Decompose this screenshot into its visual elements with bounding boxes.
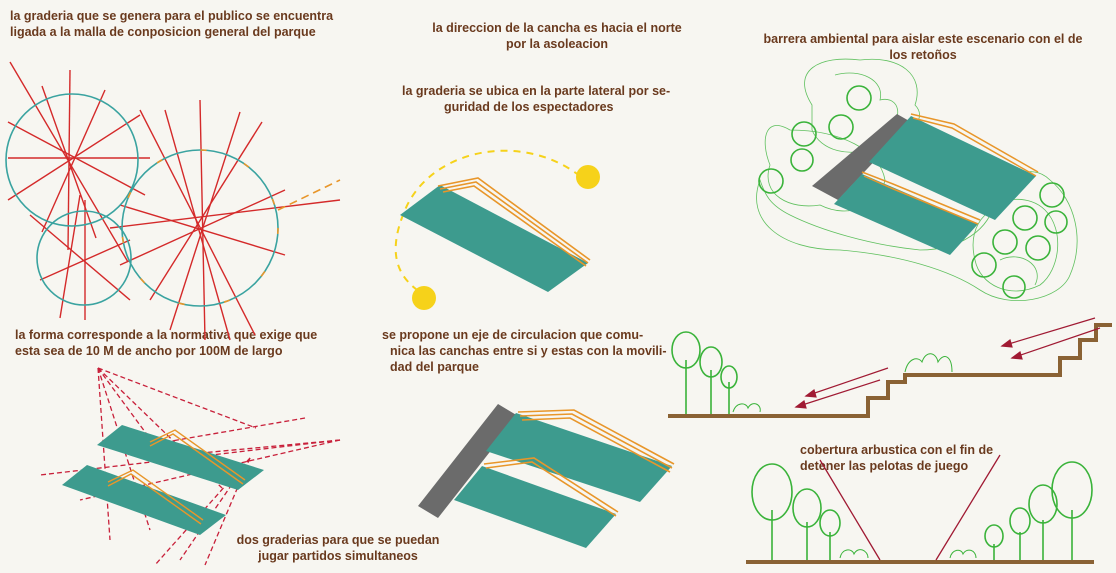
caption-barrera: barrera ambiental para aislar este escen… (763, 32, 1083, 62)
caption-eje: se propone un eje de circulacion que com… (382, 328, 667, 374)
caption-graderia-malla: la graderia que se genera para el public… (10, 9, 334, 39)
shrub-section (746, 454, 1094, 564)
caption-cobertura: cobertura arbustica con el fin de detene… (800, 443, 994, 473)
orientation-diagram (394, 149, 600, 310)
sun-icon (412, 286, 436, 310)
caption-direccion: la direccion de la cancha es hacia el no… (432, 21, 682, 51)
composition-grid (5, 61, 341, 341)
caption-graderia-lateral: la graderia se ubica en la parte lateral… (402, 84, 671, 114)
sun-icon (576, 165, 600, 189)
barrier-diagram (756, 58, 1078, 302)
two-fields-diagram (39, 367, 341, 566)
caption-dos-graderias: dos graderias para que se puedan jugar p… (236, 533, 440, 563)
terrain-section (668, 317, 1112, 418)
caption-forma: la forma corresponde a la normativa que … (15, 328, 318, 358)
circulation-diagram (418, 404, 675, 548)
